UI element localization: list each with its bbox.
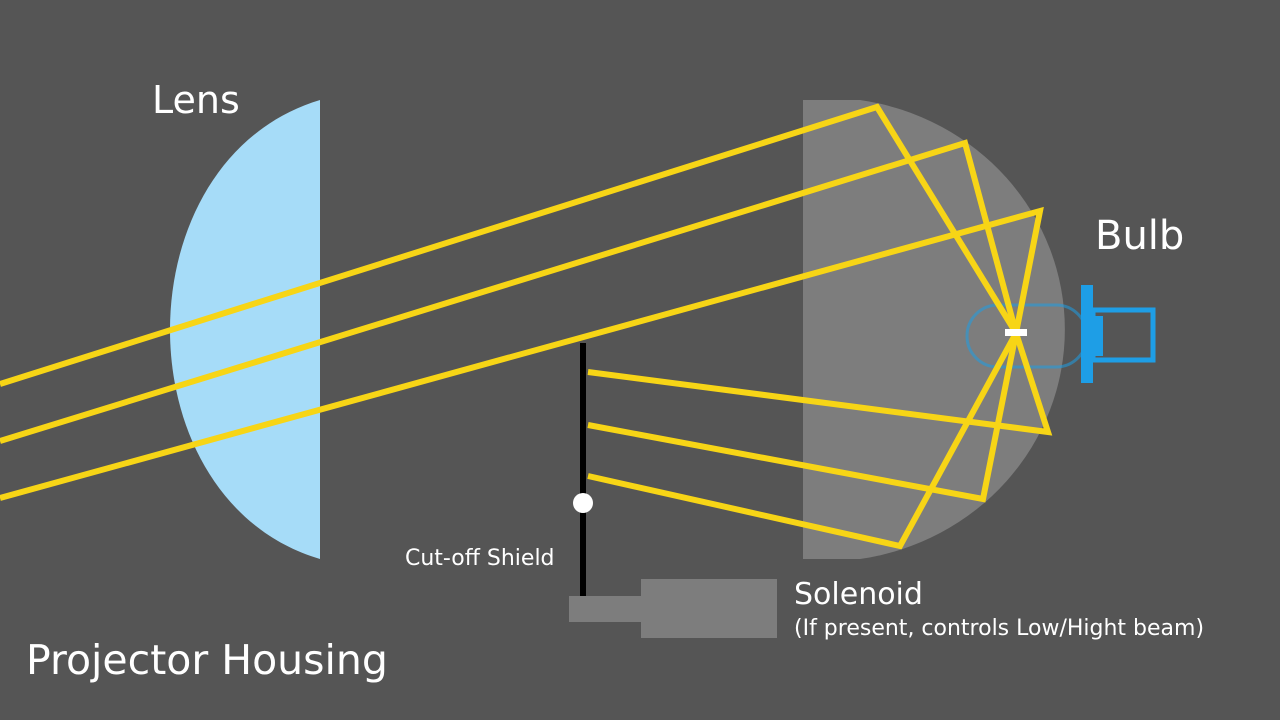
projector-housing-label: Projector Housing bbox=[26, 636, 388, 684]
bulb-label: Bulb bbox=[1095, 213, 1185, 259]
solenoid-body bbox=[641, 579, 777, 638]
bulb-flange bbox=[1081, 285, 1093, 383]
light-rays bbox=[0, 103, 1053, 550]
light-ray bbox=[587, 331, 1019, 550]
light-ray bbox=[0, 206, 1044, 501]
solenoid-label: Solenoid bbox=[794, 577, 923, 612]
solenoid-note: (If present, controls Low/Hight beam) bbox=[794, 616, 1205, 641]
lens bbox=[170, 100, 320, 559]
bulb-base-inner bbox=[1093, 316, 1103, 356]
cutoff-shield-label: Cut-off Shield bbox=[405, 546, 555, 571]
bulb-filament bbox=[1005, 329, 1027, 336]
reflector bbox=[803, 100, 1065, 559]
light-ray bbox=[587, 332, 1019, 503]
lens-label: Lens bbox=[152, 78, 240, 122]
shield-pivot bbox=[573, 493, 593, 513]
light-ray bbox=[0, 103, 1019, 387]
solenoid bbox=[569, 579, 777, 638]
solenoid-plunger bbox=[569, 596, 641, 622]
light-ray bbox=[0, 139, 1019, 444]
light-ray bbox=[587, 332, 1053, 436]
